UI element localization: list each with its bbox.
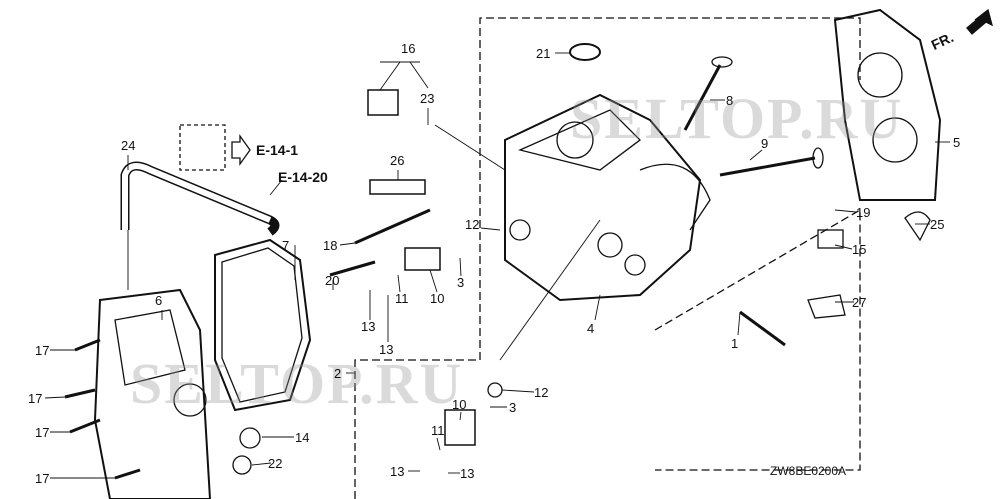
- callout[interactable]: 16: [401, 41, 416, 56]
- callout[interactable]: 15: [852, 242, 867, 257]
- callout[interactable]: 2: [334, 366, 342, 381]
- head-gasket: [833, 8, 942, 201]
- callout[interactable]: 10: [430, 291, 445, 306]
- callout[interactable]: 4: [587, 321, 595, 336]
- valve-9: [719, 156, 816, 177]
- callout[interactable]: 23: [420, 91, 435, 106]
- watermark: SELTOP.RU: [570, 86, 904, 151]
- callout[interactable]: 7: [282, 238, 290, 253]
- callout[interactable]: 1: [731, 336, 739, 351]
- callout[interactable]: 11: [431, 423, 445, 438]
- callout[interactable]: 14: [295, 430, 310, 445]
- callout[interactable]: 20: [325, 273, 340, 288]
- intake-valve-8: [683, 64, 722, 131]
- cover-gasket: [214, 238, 312, 412]
- breather-tube: [120, 161, 280, 236]
- cylinder-head: [504, 93, 702, 302]
- callout[interactable]: 22: [268, 456, 283, 471]
- callout[interactable]: 17: [28, 391, 43, 406]
- head-cover: [93, 288, 212, 499]
- callout[interactable]: 25: [930, 217, 945, 232]
- reference-link[interactable]: E-14-1: [256, 142, 299, 158]
- callout[interactable]: 13: [379, 342, 394, 357]
- exhaust-valve: [739, 310, 786, 347]
- callout[interactable]: 21: [536, 46, 551, 61]
- callout[interactable]: 6: [155, 293, 163, 308]
- spark-plug: [369, 179, 426, 195]
- callout[interactable]: 5: [953, 135, 961, 150]
- callout[interactable]: 8: [726, 93, 734, 108]
- arrow-e-14-1: [231, 133, 251, 167]
- valve-spring: [404, 247, 441, 271]
- callout[interactable]: 3: [509, 400, 517, 415]
- reference-link[interactable]: E-14-20: [278, 169, 328, 185]
- sensor-16: [367, 89, 399, 116]
- callout[interactable]: 17: [35, 343, 50, 358]
- callout[interactable]: 17: [35, 425, 50, 440]
- watermark: SELTOP.RU: [130, 351, 464, 416]
- assembly-frame: [354, 17, 861, 499]
- callout[interactable]: 13: [361, 319, 376, 334]
- callout[interactable]: 12: [465, 217, 480, 232]
- callout[interactable]: 13: [460, 466, 475, 481]
- callout[interactable]: 3: [457, 275, 465, 290]
- callout[interactable]: 26: [390, 153, 405, 168]
- callout[interactable]: 12: [534, 385, 549, 400]
- callout[interactable]: 17: [35, 471, 50, 486]
- callout[interactable]: 9: [761, 136, 769, 151]
- callout[interactable]: 27: [852, 295, 867, 310]
- callout[interactable]: 10: [452, 397, 467, 412]
- diagram-code: ZW8BE0200A: [770, 464, 847, 478]
- callout[interactable]: 18: [323, 238, 338, 253]
- callout[interactable]: 13: [390, 464, 405, 479]
- callout[interactable]: 24: [121, 138, 136, 153]
- front-arrow: [966, 8, 993, 35]
- seal-21: [569, 43, 601, 61]
- callout[interactable]: 11: [395, 291, 409, 306]
- callout[interactable]: 19: [856, 205, 871, 220]
